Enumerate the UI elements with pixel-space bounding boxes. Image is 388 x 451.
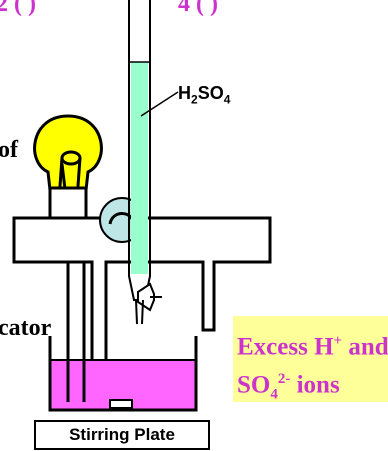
top-equation-fragment-2: 4 ( ): [178, 0, 218, 17]
acid-label-sub-4: 4: [223, 92, 231, 107]
support-frame: [12, 216, 272, 374]
excess-line2: SO: [237, 371, 271, 399]
excess-line1-end: and: [342, 333, 388, 361]
excess-sup-2minus: 2-: [277, 371, 291, 388]
excess-sub-4: 4: [270, 386, 278, 403]
acid-label: H2SO4: [178, 84, 230, 106]
acid-pointer-line: [140, 91, 179, 117]
burette-liquid: [131, 62, 148, 274]
excess-sup-plus: +: [333, 333, 343, 349]
excess-line2-end: ions: [290, 371, 340, 399]
excess-ions-callout: [233, 316, 388, 402]
acid-label-sub-2: 2: [191, 92, 198, 107]
excess-line1: Excess H: [237, 333, 334, 361]
acid-label-h: H: [178, 83, 191, 103]
stirring-plate-label: Stirring Plate: [34, 420, 210, 450]
bulb-base: [48, 186, 88, 220]
acid-label-so: SO: [197, 83, 224, 103]
top-equation-fragment-1: 2 ( ): [0, 0, 36, 17]
left-label-fragment-2: cator: [0, 315, 52, 341]
stir-bar: [109, 399, 133, 409]
burette-tip: [135, 299, 144, 325]
left-label-fragment-1: of: [0, 137, 18, 163]
beaker: [48, 336, 198, 412]
